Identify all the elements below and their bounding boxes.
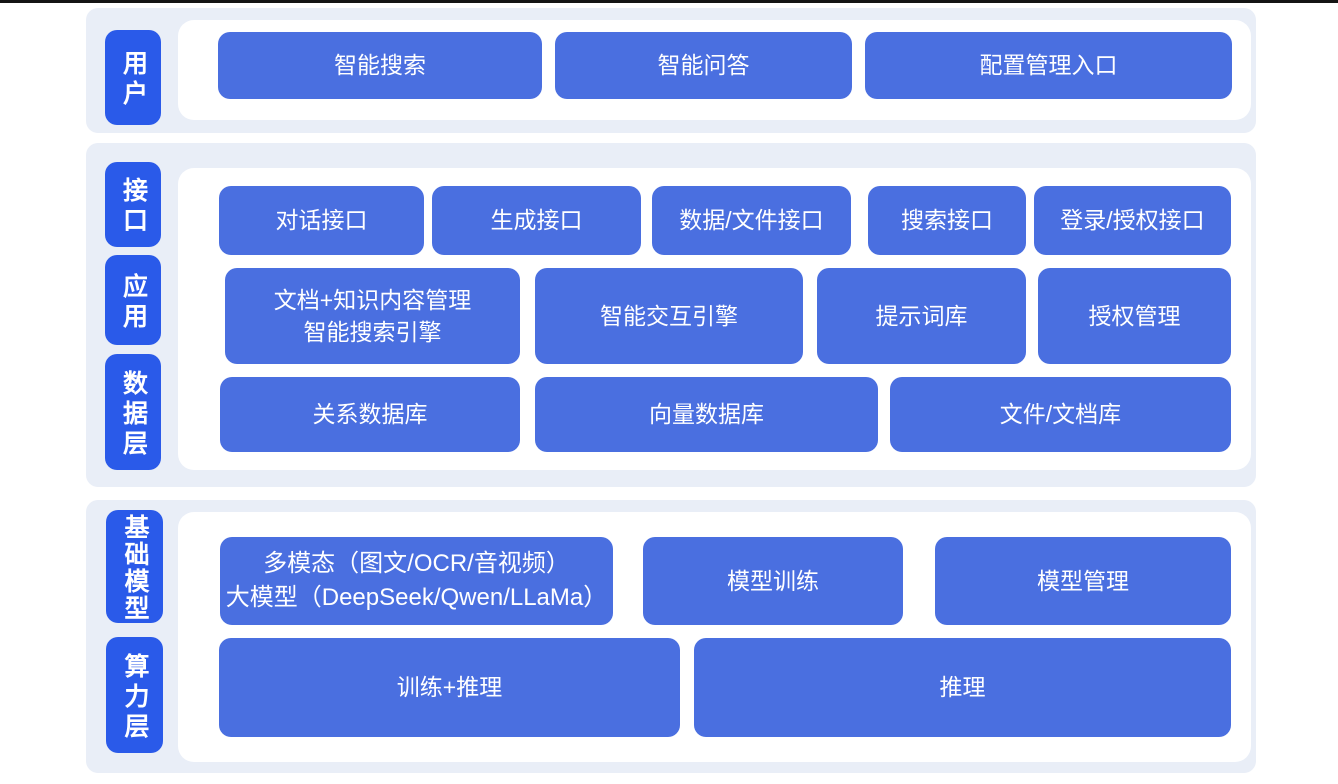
node-label: 提示词库 (875, 302, 968, 329)
node-label: 授权管理 (1088, 302, 1181, 329)
node-label: 模型管理 (1037, 567, 1129, 594)
layer-label-foundation-model: 基础模型 (106, 510, 163, 623)
layer-label-user: 用户 (105, 30, 161, 125)
node-file-doc-store: 文件/文档库 (890, 377, 1231, 452)
node-label-line1: 文档+知识内容管理 (273, 286, 472, 313)
layer-label-compute: 算力层 (106, 637, 163, 753)
node-label: 推理 (939, 674, 986, 701)
node-search-api: 搜索接口 (868, 186, 1026, 255)
node-label-line2: 大模型（DeepSeek/Qwen/LLaMa） (225, 584, 608, 611)
node-label: 向量数据库 (649, 401, 764, 428)
node-label-line1: 多模态（图文/OCR/音视频） (263, 550, 570, 578)
layer-label-application: 应用 (105, 255, 161, 345)
node-inference: 推理 (694, 638, 1231, 737)
node-label: 智能问答 (657, 52, 750, 79)
node-label: 训练+推理 (396, 674, 503, 701)
layer-label-data: 数据层 (105, 354, 161, 470)
node-label: 智能交互引擎 (600, 302, 738, 329)
node-label: 搜索接口 (901, 207, 993, 234)
node-label: 文件/文档库 (999, 401, 1122, 428)
node-interaction-engine: 智能交互引擎 (535, 268, 803, 364)
node-label: 智能搜索 (334, 52, 426, 79)
node-smart-qa: 智能问答 (555, 32, 852, 99)
node-label: 模型训练 (727, 567, 819, 594)
node-model-management: 模型管理 (935, 537, 1231, 625)
node-vector-db: 向量数据库 (535, 377, 878, 452)
node-doc-knowledge-search-engine: 文档+知识内容管理 智能搜索引擎 (225, 268, 520, 364)
node-label: 配置管理入口 (979, 52, 1118, 79)
node-prompt-library: 提示词库 (817, 268, 1026, 364)
node-dialog-api: 对话接口 (219, 186, 424, 255)
node-label: 关系数据库 (312, 401, 428, 428)
node-label: 对话接口 (275, 207, 368, 234)
node-data-file-api: 数据/文件接口 (652, 186, 851, 255)
node-login-auth-api: 登录/授权接口 (1034, 186, 1231, 255)
node-auth-management: 授权管理 (1038, 268, 1231, 364)
node-label: 数据/文件接口 (679, 207, 824, 234)
node-label: 登录/授权接口 (1060, 207, 1205, 234)
node-smart-search: 智能搜索 (218, 32, 542, 99)
layer-label-interface: 接口 (105, 162, 161, 247)
node-label: 生成接口 (490, 207, 583, 234)
node-config-management-entry: 配置管理入口 (865, 32, 1232, 99)
node-label-line2: 智能搜索引擎 (303, 319, 442, 345)
node-model-training: 模型训练 (643, 537, 903, 625)
node-relational-db: 关系数据库 (220, 377, 520, 452)
bottom-divider (0, 0, 1338, 3)
node-training-inference: 训练+推理 (219, 638, 680, 737)
node-multimodal-llm: 多模态（图文/OCR/音视频） 大模型（DeepSeek/Qwen/LLaMa） (220, 537, 613, 625)
node-generate-api: 生成接口 (432, 186, 641, 255)
